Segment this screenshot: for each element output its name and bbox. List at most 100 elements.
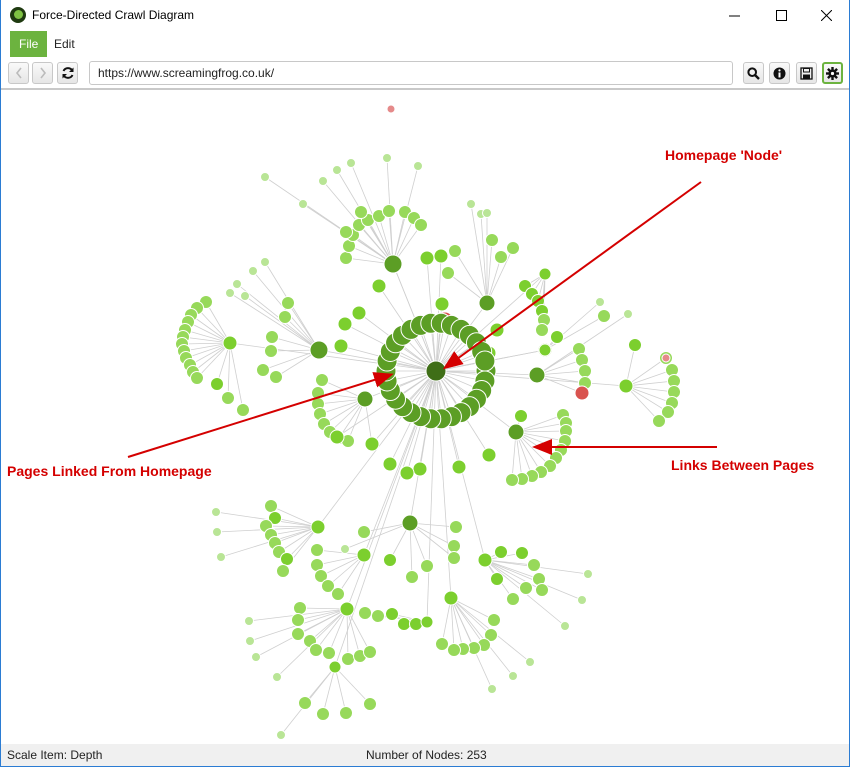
page-node[interactable] <box>260 172 270 182</box>
page-node[interactable] <box>527 558 541 572</box>
page-node[interactable] <box>236 403 250 417</box>
page-node[interactable] <box>595 297 605 307</box>
hub-node[interactable] <box>222 335 238 351</box>
settings-button[interactable] <box>822 62 843 84</box>
hub-node[interactable] <box>309 340 329 360</box>
page-node[interactable] <box>240 291 250 301</box>
page-node[interactable] <box>405 570 419 584</box>
page-node[interactable] <box>363 645 377 659</box>
page-node[interactable] <box>371 278 387 294</box>
hub-node[interactable] <box>443 590 459 606</box>
page-node[interactable] <box>337 316 353 332</box>
hub-node[interactable] <box>478 294 496 312</box>
page-node[interactable] <box>265 330 279 344</box>
page-node[interactable] <box>351 305 367 321</box>
page-node[interactable] <box>318 176 328 186</box>
page-node[interactable] <box>419 250 435 266</box>
page-node[interactable] <box>251 652 261 662</box>
refresh-button[interactable] <box>57 62 78 84</box>
page-node[interactable] <box>623 309 633 319</box>
page-node[interactable] <box>485 233 499 247</box>
page-node[interactable] <box>441 266 455 280</box>
page-node[interactable] <box>448 244 462 258</box>
homepage-node[interactable] <box>425 360 447 382</box>
page-node[interactable] <box>357 525 371 539</box>
page-node[interactable] <box>535 583 549 597</box>
page-node[interactable] <box>385 607 399 621</box>
page-node[interactable] <box>515 546 529 560</box>
page-node[interactable] <box>382 204 396 218</box>
page-node[interactable] <box>490 572 504 586</box>
page-node[interactable] <box>340 544 350 554</box>
page-node[interactable] <box>409 617 423 631</box>
linked-page-node[interactable] <box>474 350 496 372</box>
hub-node[interactable] <box>356 547 372 563</box>
page-node[interactable] <box>264 344 278 358</box>
hub-node[interactable] <box>507 423 525 441</box>
page-node[interactable] <box>382 456 398 472</box>
page-node[interactable] <box>354 205 368 219</box>
page-node[interactable] <box>331 587 345 601</box>
page-node[interactable] <box>309 643 323 657</box>
hub-node[interactable] <box>477 552 493 568</box>
page-node[interactable] <box>272 672 282 682</box>
hub-node[interactable] <box>328 660 342 674</box>
page-node[interactable] <box>447 551 461 565</box>
page-node[interactable] <box>435 637 449 651</box>
page-node[interactable] <box>484 628 498 642</box>
crawl-diagram-canvas[interactable]: Homepage 'Node' Pages Linked From Homepa… <box>2 92 849 744</box>
page-node[interactable] <box>508 671 518 681</box>
page-node[interactable] <box>264 499 278 513</box>
page-node[interactable] <box>268 511 282 525</box>
hub-node[interactable] <box>538 343 552 357</box>
page-node[interactable] <box>414 218 428 232</box>
close-button[interactable] <box>803 0 849 31</box>
hub-node[interactable] <box>618 378 634 394</box>
page-node[interactable] <box>364 436 380 452</box>
page-node[interactable] <box>447 539 461 553</box>
page-node[interactable] <box>466 199 476 209</box>
page-node[interactable] <box>628 338 642 352</box>
page-node[interactable] <box>190 371 204 385</box>
page-node[interactable] <box>321 579 335 593</box>
menu-edit[interactable]: Edit <box>54 37 75 51</box>
page-node[interactable] <box>506 241 520 255</box>
page-node[interactable] <box>487 613 501 627</box>
page-node[interactable] <box>397 617 411 631</box>
page-node[interactable] <box>577 595 587 605</box>
hub-node[interactable] <box>538 267 552 281</box>
page-node[interactable] <box>420 559 434 573</box>
error-node[interactable] <box>386 104 396 114</box>
hub-node[interactable] <box>401 514 419 532</box>
page-node[interactable] <box>550 330 564 344</box>
page-node[interactable] <box>358 606 372 620</box>
page-node[interactable] <box>211 507 221 517</box>
page-node[interactable] <box>291 613 305 627</box>
page-node[interactable] <box>494 545 508 559</box>
page-node[interactable] <box>210 377 224 391</box>
page-node[interactable] <box>232 279 242 289</box>
page-node[interactable] <box>433 248 449 264</box>
forward-button[interactable] <box>32 62 53 84</box>
hub-node[interactable] <box>356 390 374 408</box>
page-node[interactable] <box>339 225 353 239</box>
page-node[interactable] <box>382 153 392 163</box>
page-node[interactable] <box>298 199 308 209</box>
page-node[interactable] <box>276 730 286 740</box>
page-node[interactable] <box>505 473 519 487</box>
page-node[interactable] <box>310 543 324 557</box>
page-node[interactable] <box>329 429 345 445</box>
error-node[interactable] <box>574 385 590 401</box>
page-node[interactable] <box>244 616 254 626</box>
page-node[interactable] <box>281 296 295 310</box>
page-node[interactable] <box>276 564 290 578</box>
error-node[interactable] <box>661 353 671 363</box>
page-node[interactable] <box>399 465 415 481</box>
hub-node[interactable] <box>383 254 403 274</box>
page-node[interactable] <box>487 684 497 694</box>
page-node[interactable] <box>583 569 593 579</box>
maximize-button[interactable] <box>758 0 804 31</box>
page-node[interactable] <box>578 364 592 378</box>
page-node[interactable] <box>525 657 535 667</box>
page-node[interactable] <box>332 165 342 175</box>
